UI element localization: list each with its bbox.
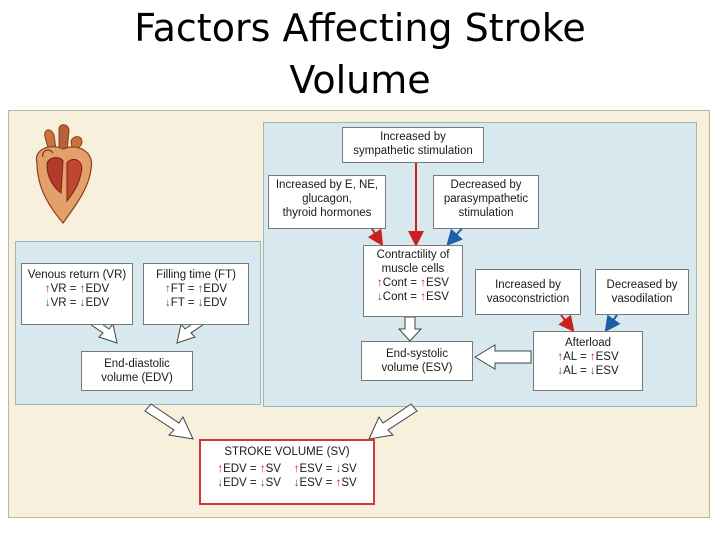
contractility-box: Contractility of muscle cells ↑Cont = ↑E… (363, 245, 463, 317)
afterload-row-decrease: ↓AL = ↓ESV (557, 365, 619, 377)
sv-row-2: ↓EDV = ↓SV ↓ESV = ↑SV (217, 477, 357, 489)
vasoconstriction-line-1: Increased by (495, 279, 561, 291)
parasympathetic-box: Decreased by parasympathetic stimulation (433, 175, 539, 229)
afterload-box: Afterload ↑AL = ↑ESV ↓AL = ↓ESV (533, 331, 643, 391)
increase-arrow-icon: ↑ (217, 463, 224, 475)
stroke-volume-box: STROKE VOLUME (SV) ↑EDV = ↑SV ↑ESV = ↓SV… (199, 439, 375, 505)
increase-arrow-icon: ↑ (420, 291, 426, 303)
contractility-line-1: Contractility of (376, 249, 450, 261)
filling-time-box: Filling time (FT) ↑FT = ↑EDV ↓FT = ↓EDV (143, 263, 249, 325)
decrease-arrow-icon: ↓ (197, 297, 204, 309)
venous-return-box: Venous return (VR) ↑VR = ↑EDV ↓VR = ↓EDV (21, 263, 133, 325)
increase-arrow-icon: ↑ (44, 283, 51, 295)
contractility-line-2: muscle cells (381, 263, 445, 275)
decrease-arrow-icon: ↓ (259, 477, 266, 489)
afterload-title: Afterload (564, 337, 612, 349)
increase-arrow-icon: ↑ (589, 351, 596, 363)
venous-row-increase: ↑VR = ↑EDV (44, 283, 110, 295)
hormones-box: Increased by E, NE, glucagon, thyroid ho… (268, 175, 386, 229)
end-diastolic-volume-box: End-diastolic volume (EDV) (81, 351, 193, 391)
afterload-row-increase: ↑AL = ↑ESV (557, 351, 619, 363)
increase-arrow-icon: ↑ (557, 351, 564, 363)
arrow-vasodilation-to-afterload (604, 314, 621, 333)
increase-arrow-icon: ↑ (377, 277, 383, 289)
decrease-arrow-icon: ↓ (164, 297, 171, 309)
decrease-arrow-icon: ↓ (79, 297, 86, 309)
edv-line-1: End-diastolic (104, 358, 170, 370)
vasodilation-line-2: vasodilation (611, 293, 673, 305)
decrease-arrow-icon: ↓ (44, 297, 51, 309)
edv-line-2: volume (EDV) (101, 372, 173, 384)
stroke-volume-title: STROKE VOLUME (SV) (224, 446, 350, 458)
decrease-arrow-icon: ↓ (217, 477, 224, 489)
sv-row-1: ↑EDV = ↑SV ↑ESV = ↓SV (217, 463, 357, 475)
vasodilation-line-1: Decreased by (606, 279, 678, 291)
filling-row-decrease: ↓FT = ↓EDV (164, 297, 228, 309)
arrow-edv-to-sv (144, 403, 194, 440)
vasoconstriction-box: Increased by vasoconstriction (475, 269, 581, 315)
arrow-esv-to-sv (368, 403, 418, 440)
parasympathetic-line-3: stimulation (458, 207, 514, 219)
arrow-contractility-to-esv (397, 316, 423, 342)
increase-arrow-icon: ↑ (79, 283, 86, 295)
contractility-row-decrease: ↓Cont = ↑ESV (377, 291, 449, 303)
increase-arrow-icon: ↑ (293, 463, 300, 475)
vasoconstriction-line-2: vasoconstriction (486, 293, 570, 305)
arrow-afterload-to-esv (474, 344, 532, 370)
decrease-arrow-icon: ↓ (589, 365, 596, 377)
hormones-line-2: glucagon, (302, 193, 352, 205)
decrease-arrow-icon: ↓ (557, 365, 564, 377)
increase-arrow-icon: ↑ (197, 283, 204, 295)
increase-arrow-icon: ↑ (259, 463, 266, 475)
hormones-line-1: Increased by E, NE, (275, 179, 379, 191)
vasodilation-box: Decreased by vasodilation (595, 269, 689, 315)
arrow-vasoconstriction-to-afterload (558, 314, 575, 333)
decrease-arrow-icon: ↓ (335, 463, 342, 475)
venous-return-title: Venous return (VR) (27, 269, 127, 281)
end-systolic-volume-box: End-systolic volume (ESV) (361, 341, 473, 381)
decrease-arrow-icon: ↓ (377, 291, 383, 303)
esv-line-2: volume (ESV) (381, 362, 453, 374)
sympathetic-line-2: sympathetic stimulation (353, 145, 473, 157)
increase-arrow-icon: ↑ (335, 477, 342, 489)
title-line-1: Factors Affecting Stroke (134, 6, 586, 50)
parasympathetic-line-2: parasympathetic (443, 193, 529, 205)
slide-title: Factors Affecting Stroke Volume (0, 2, 720, 106)
hormones-line-3: thyroid hormones (282, 207, 372, 219)
esv-line-1: End-systolic (386, 348, 448, 360)
contractility-row-increase: ↑Cont = ↑ESV (377, 277, 449, 289)
increase-arrow-icon: ↑ (164, 283, 171, 295)
title-line-2: Volume (289, 58, 431, 102)
sympathetic-line-1: Increased by (380, 131, 446, 143)
filling-time-title: Filling time (FT) (156, 269, 236, 281)
stroke-volume-diagram: Increased by sympathetic stimulation Inc… (8, 110, 710, 518)
increase-arrow-icon: ↑ (420, 277, 426, 289)
parasympathetic-line-1: Decreased by (450, 179, 522, 191)
sympathetic-stimulation-box: Increased by sympathetic stimulation (342, 127, 484, 163)
decrease-arrow-icon: ↓ (293, 477, 300, 489)
heart-icon (35, 124, 93, 224)
venous-row-decrease: ↓VR = ↓EDV (44, 297, 110, 309)
filling-row-increase: ↑FT = ↑EDV (164, 283, 228, 295)
